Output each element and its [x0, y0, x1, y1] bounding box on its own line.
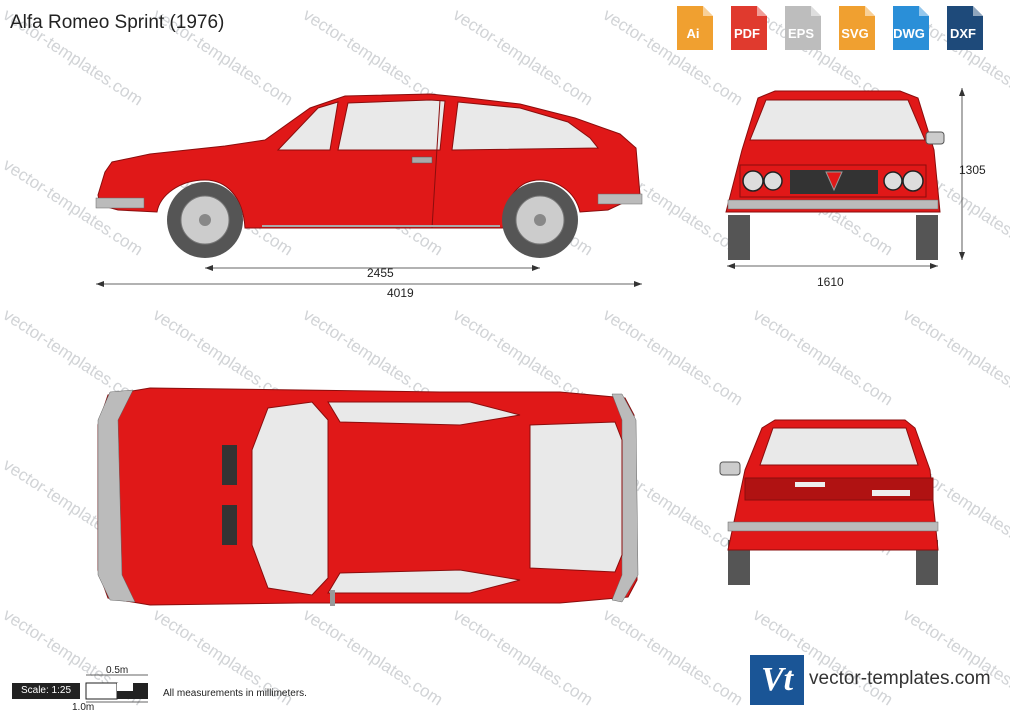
scale-bar — [85, 674, 148, 703]
format-ai-button[interactable]: Ai — [669, 4, 717, 52]
format-label: SVG — [841, 26, 869, 41]
format-label: EPS — [787, 26, 814, 41]
brand-name[interactable]: vector-templates.com — [809, 668, 991, 689]
format-label: DXF — [950, 26, 976, 41]
format-dwg-button[interactable]: DWG — [885, 4, 933, 52]
format-label: DWG — [893, 26, 925, 41]
format-pdf-button[interactable]: PDF — [723, 4, 771, 52]
wheelbase-dimension: 2455 — [367, 266, 394, 280]
length-dimension: 4019 — [387, 286, 414, 300]
brand-logo[interactable]: Vt — [750, 655, 804, 705]
rear-view — [719, 419, 939, 585]
format-dxf-button[interactable]: DXF — [939, 4, 987, 52]
front-view — [725, 88, 965, 269]
format-svg-button[interactable]: SVG — [831, 4, 879, 52]
height-dimension: 1305 — [959, 163, 986, 177]
file-icon — [947, 6, 983, 50]
scale-full-label: 1.0m — [72, 702, 95, 713]
measurement-note: All measurements in millimeters. — [163, 688, 307, 699]
format-label: PDF — [734, 26, 760, 41]
width-dimension: 1610 — [817, 275, 844, 289]
file-icon — [893, 6, 929, 50]
file-icon — [839, 6, 875, 50]
format-eps-button[interactable]: EPS — [777, 4, 825, 52]
format-badges: Ai PDF EPS SVG DWG DXF — [669, 4, 987, 52]
page-title: Alfa Romeo Sprint (1976) — [10, 12, 225, 33]
file-icon — [785, 6, 821, 50]
top-view — [97, 387, 639, 606]
side-view — [95, 93, 643, 287]
file-icon — [677, 6, 713, 50]
format-label: Ai — [686, 26, 700, 41]
scale-label: Scale: 1:25 — [12, 683, 80, 699]
scale-half-label: 0.5m — [106, 665, 129, 676]
file-icon — [731, 6, 767, 50]
